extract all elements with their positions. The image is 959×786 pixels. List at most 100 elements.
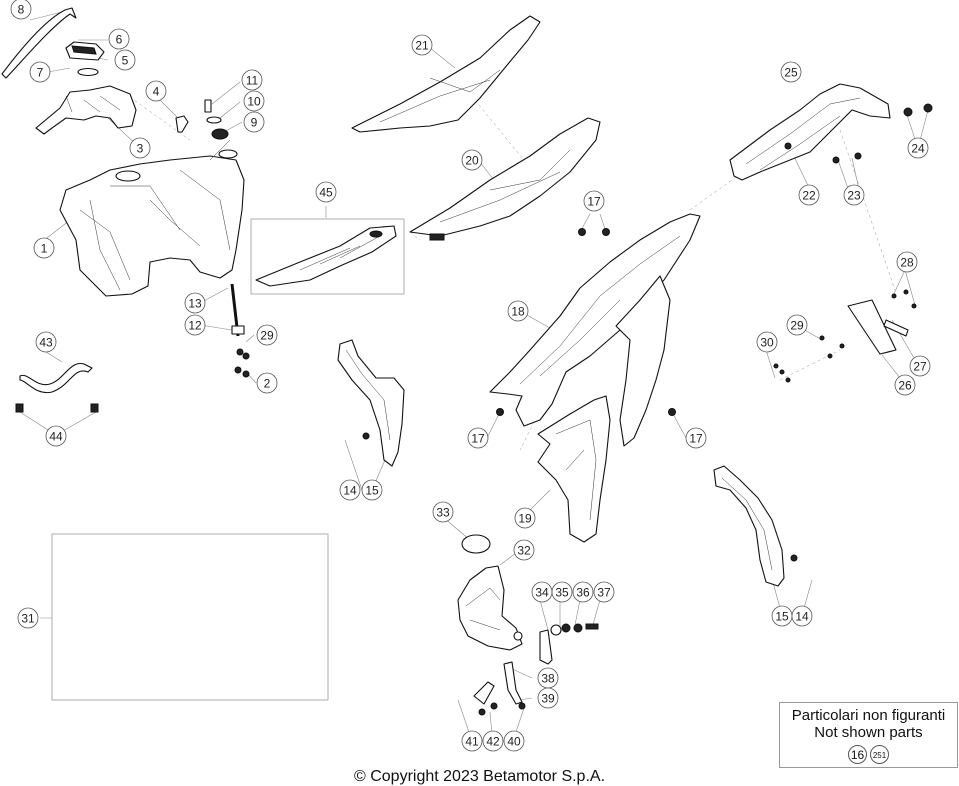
svg-text:8: 8 (18, 3, 25, 17)
tank-bracket (35, 85, 137, 135)
nut-9 (211, 128, 229, 140)
svg-text:19: 19 (518, 512, 532, 526)
callout-30: 30 (756, 331, 778, 353)
seat-20 (409, 117, 601, 241)
callout-19: 19 (514, 507, 536, 529)
callout-1: 1 (33, 237, 55, 259)
svg-text:31: 31 (21, 612, 35, 626)
svg-text:3: 3 (137, 142, 144, 156)
callout-2: 2 (256, 372, 278, 394)
svg-text:7: 7 (37, 66, 44, 80)
callout-35: 35 (551, 581, 573, 603)
callout-15: 15 (361, 479, 383, 501)
svg-text:45: 45 (319, 186, 333, 200)
svg-text:41: 41 (465, 735, 479, 749)
svg-text:40: 40 (507, 735, 521, 749)
callout-15: 15 (771, 605, 793, 627)
rear-frame-25 (729, 83, 933, 181)
side-panel-18 (489, 213, 701, 447)
callout-37: 37 (593, 581, 615, 603)
svg-text:28: 28 (900, 256, 914, 270)
tank-valve (175, 115, 189, 133)
callout-7: 7 (29, 61, 51, 83)
svg-text:34: 34 (535, 586, 549, 600)
callout-17: 17 (467, 427, 489, 449)
callout-39: 39 (537, 687, 559, 709)
part-45-box (250, 218, 405, 295)
svg-text:38: 38 (541, 672, 555, 686)
svg-text:29: 29 (260, 329, 274, 343)
callout-24: 24 (907, 137, 929, 159)
panel-19 (537, 395, 611, 543)
note-line-english: Not shown parts (814, 724, 923, 741)
callout-23: 23 (843, 184, 865, 206)
callout-6: 6 (108, 28, 130, 50)
svg-text:18: 18 (511, 305, 525, 319)
skid-plate-45 (255, 225, 397, 287)
svg-text:22: 22 (802, 189, 816, 203)
callout-9: 9 (243, 111, 265, 133)
hose-cap-right (90, 403, 99, 413)
callout-22: 22 (798, 184, 820, 206)
svg-text:17: 17 (689, 432, 703, 446)
svg-text:43: 43 (39, 336, 53, 350)
callout-3: 3 (129, 137, 151, 159)
note-ref-16: 16 (848, 745, 867, 764)
svg-text:29: 29 (790, 319, 804, 333)
callout-29: 29 (786, 314, 808, 336)
callout-26: 26 (894, 374, 916, 396)
callout-31-box (51, 533, 329, 701)
sensor-mount-12 (231, 325, 245, 335)
svg-text:35: 35 (555, 586, 569, 600)
small-fasteners-left (234, 348, 250, 378)
callout-43: 43 (35, 331, 57, 353)
seat-21 (351, 15, 541, 133)
callout-18: 18 (507, 300, 529, 322)
screw-11 (204, 99, 212, 113)
svg-text:11: 11 (246, 74, 259, 88)
callout-8: 8 (10, 0, 32, 20)
svg-text:1: 1 (41, 242, 48, 256)
side-panel-left (337, 339, 405, 467)
callout-17: 17 (685, 427, 707, 449)
svg-text:30: 30 (760, 336, 774, 350)
leader-lines (19, 9, 929, 736)
license-plate-26 (773, 289, 917, 383)
bracket-fasteners (539, 623, 599, 665)
hose-43 (19, 362, 93, 394)
callout-27: 27 (909, 355, 931, 377)
hose-clamp-parts (473, 661, 526, 716)
svg-text:24: 24 (911, 142, 925, 156)
callout-13: 13 (184, 292, 206, 314)
note-line-italian: Particolari non figuranti (791, 707, 946, 724)
note-refs: 16 251 (780, 745, 957, 764)
copyright-notice: © Copyright 2023 Betamotor S.p.A. (353, 768, 606, 785)
callout-10: 10 (243, 90, 265, 112)
svg-text:17: 17 (587, 195, 601, 209)
callout-32: 32 (513, 539, 535, 561)
callout-38: 38 (537, 667, 559, 689)
callout-31: 31 (17, 607, 39, 629)
callout-45: 45 (315, 181, 337, 203)
not-shown-parts-box: Particolari non figuranti Not shown part… (779, 702, 958, 768)
side-panel-right (713, 465, 798, 587)
construction-lines (119, 89, 896, 451)
svg-text:9: 9 (251, 116, 258, 130)
hose-cap-left (15, 403, 24, 413)
svg-text:33: 33 (436, 506, 450, 520)
callout-33: 33 (432, 501, 454, 523)
svg-text:15: 15 (365, 484, 379, 498)
svg-text:25: 25 (784, 66, 798, 80)
svg-text:21: 21 (415, 39, 429, 53)
callout-4: 4 (145, 80, 167, 102)
svg-text:14: 14 (343, 484, 357, 498)
breather-hose (1, 7, 77, 79)
callout-11: 11 (241, 69, 263, 91)
svg-text:27: 27 (913, 360, 927, 374)
callout-17: 17 (583, 190, 605, 212)
callout-20: 20 (461, 149, 483, 171)
svg-text:5: 5 (122, 54, 129, 68)
svg-text:26: 26 (898, 379, 912, 393)
svg-text:6: 6 (116, 33, 123, 47)
